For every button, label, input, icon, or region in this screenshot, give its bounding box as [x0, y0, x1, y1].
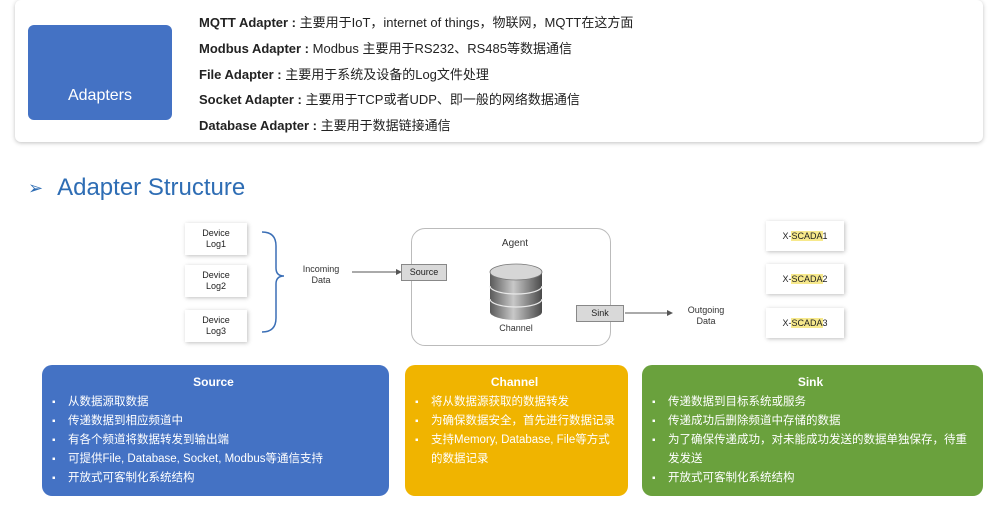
adapter-desc: 主要用于IoT，internet of things，物联网，MQTT在这方面: [299, 15, 634, 30]
scada-prefix: X-: [782, 231, 792, 241]
sink-panel: Sink 传递数据到目标系统或服务 传递成功后删除频道中存储的数据 为了确保传递…: [642, 365, 983, 496]
list-item: 可提供File, Database, Socket, Modbus等通信支持: [50, 450, 377, 469]
arrow-icon: ➢: [28, 177, 44, 198]
source-list: 从数据源取数据 传递数据到相应频道中 有各个频道将数据转发到输出端 可提供Fil…: [50, 393, 377, 488]
list-item: 有各个频道将数据转发到输出端: [50, 431, 377, 450]
panel-title: Source: [193, 375, 234, 389]
device-log3: Device Log3: [185, 310, 247, 342]
scada-prefix: X-: [782, 318, 792, 328]
channel-panel: Channel 将从数据源获取的数据转发 为确保数据安全，首先进行数据记录 支持…: [405, 365, 628, 496]
list-item: 传递数据到相应频道中: [50, 412, 377, 431]
device-label: Log1: [205, 239, 227, 249]
source-panel: Source 从数据源取数据 传递数据到相应频道中 有各个频道将数据转发到输出端…: [42, 365, 389, 496]
adapter-desc: 主要用于数据链接通信: [320, 118, 451, 134]
agent-label: Agent: [501, 238, 529, 249]
outgoing-arrowhead: [667, 310, 673, 316]
scada-target-3: X-SCADA3: [766, 308, 844, 338]
incoming-data-label: Incoming Data: [296, 264, 346, 286]
list-item: 支持Memory, Database, File等方式的数据记录: [413, 431, 616, 469]
outgoing-data-label: Outgoing Data: [678, 305, 734, 327]
section-title-text: Adapter Structure: [57, 174, 246, 201]
adapter-row-database: Database Adapter : 主要用于数据链接通信: [199, 115, 633, 141]
adapters-label: Adapters: [67, 87, 133, 104]
channel-list: 将从数据源获取的数据转发 为确保数据安全，首先进行数据记录 支持Memory, …: [413, 393, 616, 469]
list-item: 从数据源取数据: [50, 393, 377, 412]
panel-title: Sink: [797, 375, 824, 389]
adapter-name: Database Adapter :: [199, 118, 317, 134]
scada-target-1: X-SCADA1: [766, 221, 844, 251]
database-icon: [489, 263, 543, 320]
section-title: ➢ Adapter Structure: [28, 174, 245, 202]
incoming-line2: Data: [311, 275, 331, 285]
adapter-name: MQTT Adapter :: [199, 15, 297, 30]
list-item: 为了确保传递成功，对未能成功发送的数据单独保存，待重发发送: [650, 431, 971, 469]
incoming-arrowhead: [396, 269, 402, 275]
adapter-name: Modbus Adapter :: [199, 40, 310, 56]
adapters-card: [15, 0, 983, 142]
sink-label: Sink: [591, 308, 609, 318]
adapter-desc: 主要用于系统及设备的Log文件处理: [285, 66, 489, 82]
device-label: Device: [202, 270, 230, 280]
incoming-line1: Incoming: [302, 264, 340, 274]
adapter-name: Socket Adapter :: [199, 92, 302, 108]
panel-title: Channel: [490, 375, 539, 389]
device-label: Device: [202, 228, 230, 238]
scada-target-2: X-SCADA2: [766, 264, 844, 294]
scada-prefix: X-: [782, 274, 792, 284]
adapter-name: File Adapter :: [199, 66, 282, 82]
device-label: Log3: [205, 326, 227, 336]
adapter-desc: 主要用于TCP或者UDP、即一般的网络数据通信: [305, 92, 580, 108]
device-label: Device: [202, 315, 230, 325]
channel-label: Channel: [499, 323, 533, 333]
source-label: Source: [409, 267, 439, 277]
scada-highlight: SCADA: [791, 274, 823, 284]
adapter-row-file: File Adapter : 主要用于系统及设备的Log文件处理: [199, 64, 633, 90]
sink-list: 传递数据到目标系统或服务 传递成功后删除频道中存储的数据 为了确保传递成功，对未…: [650, 393, 971, 488]
list-item: 为确保数据安全，首先进行数据记录: [413, 412, 616, 431]
device-label: Log2: [205, 281, 227, 291]
list-item: 开放式可客制化系统结构: [650, 469, 971, 488]
list-item: 传递成功后删除频道中存储的数据: [650, 412, 971, 431]
brace-shape: [261, 231, 285, 333]
adapter-row-modbus: Modbus Adapter : Modbus 主要用于RS232、RS485等…: [199, 38, 633, 64]
outgoing-line2: Data: [696, 316, 716, 326]
adapter-row-socket: Socket Adapter : 主要用于TCP或者UDP、即一般的网络数据通信: [199, 89, 633, 115]
list-item: 传递数据到目标系统或服务: [650, 393, 971, 412]
sink-box: Sink: [576, 305, 624, 322]
scada-highlight: SCADA: [791, 318, 823, 328]
list-item: 将从数据源获取的数据转发: [413, 393, 616, 412]
adapter-list: MQTT Adapter : 主要用于IoT，internet of thing…: [199, 12, 633, 141]
scada-highlight: SCADA: [791, 231, 823, 241]
list-item: 开放式可客制化系统结构: [50, 469, 377, 488]
device-log1: Device Log1: [185, 223, 247, 255]
scada-number: 3: [822, 318, 828, 328]
source-box: Source: [401, 264, 447, 281]
adapter-row-mqtt: MQTT Adapter : 主要用于IoT，internet of thing…: [199, 12, 633, 38]
outgoing-line1: Outgoing: [687, 305, 725, 315]
scada-number: 1: [822, 231, 828, 241]
adapters-box: Adapters: [28, 25, 172, 120]
adapter-desc: Modbus 主要用于RS232、RS485等数据通信: [312, 40, 572, 56]
device-log2: Device Log2: [185, 265, 247, 297]
scada-number: 2: [822, 274, 828, 284]
